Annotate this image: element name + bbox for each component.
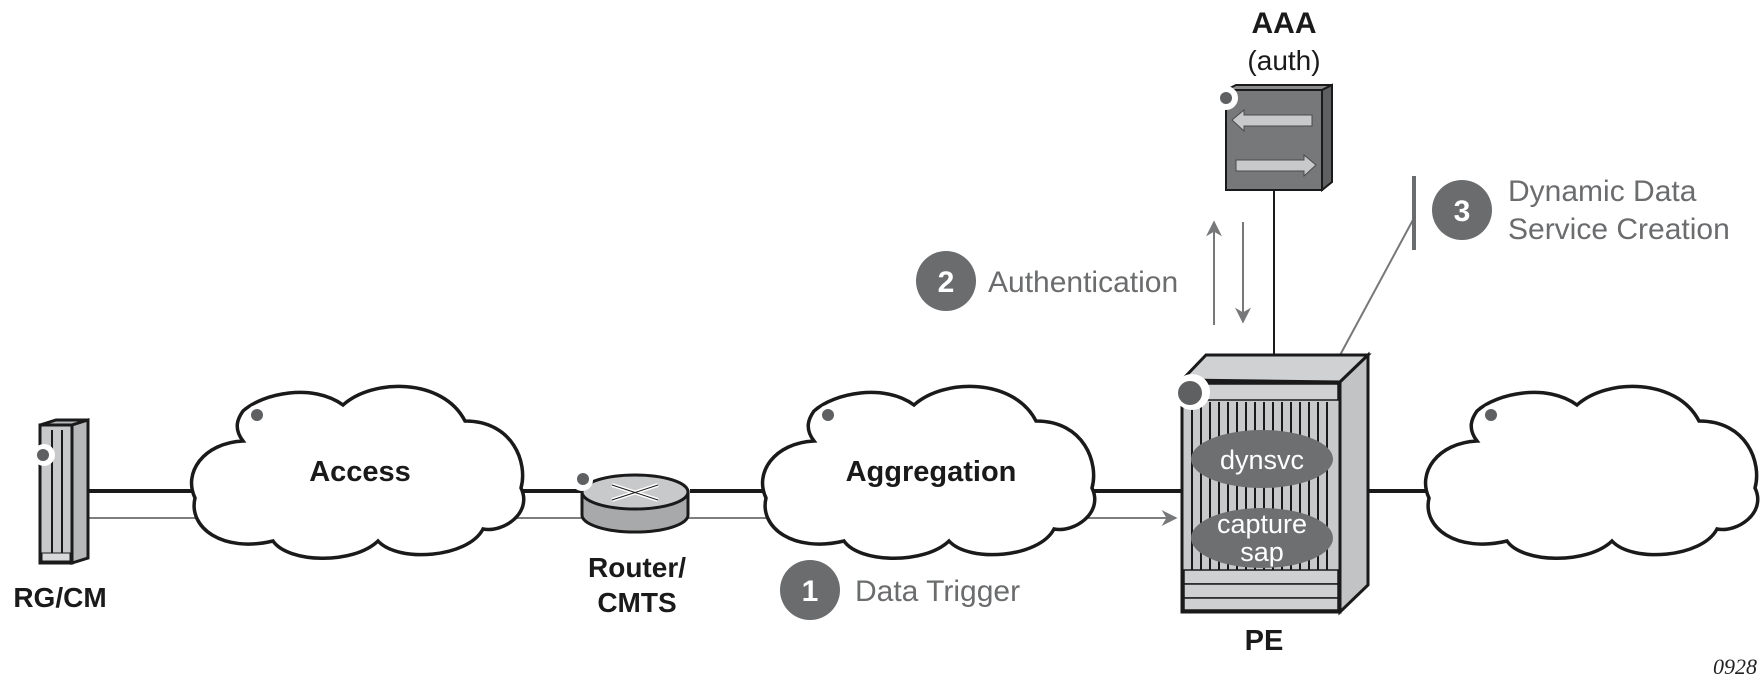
pe-side: [1338, 351, 1370, 616]
module-sap-label: sap: [1240, 537, 1284, 567]
router-device: Router/ CMTS: [571, 469, 690, 618]
step-1: 1 Data Trigger: [780, 560, 1020, 620]
device-side: [70, 417, 90, 566]
step-1-label: Data Trigger: [855, 575, 1020, 608]
aaa-side: [1321, 83, 1333, 193]
step3-callout-line: [1331, 217, 1415, 371]
aaa-front: [1225, 89, 1323, 191]
step-2: 2 Authentication: [916, 251, 1178, 311]
router-label-line2: CMTS: [597, 587, 676, 618]
module-oval: [1191, 508, 1333, 568]
step-badge-number: 2: [938, 266, 955, 299]
pe-top: [1178, 353, 1372, 384]
pe-chassis: dynsvc capture sap PE: [1174, 351, 1372, 657]
access-cloud-label: Access: [309, 456, 411, 488]
aaa-label: AAA: [1252, 7, 1317, 40]
aggregation-cloud: Aggregation: [760, 384, 1097, 560]
pe-bottom-rail: [1183, 597, 1339, 611]
pe-module-capture-sap: capture sap: [1191, 508, 1333, 568]
arrow-left-icon: [1231, 108, 1313, 133]
step-2-label: Authentication: [988, 266, 1178, 299]
port-dot: [1220, 92, 1232, 104]
arrow-right-icon: [1235, 153, 1317, 178]
step-badge-number: 1: [802, 575, 819, 608]
figure-number: 0928: [1713, 654, 1757, 679]
step-3-label-line1: Dynamic Data: [1508, 175, 1697, 208]
pe-bottom-rail: [1183, 569, 1339, 585]
aaa-sublabel: (auth): [1247, 45, 1320, 76]
cloud-shape: [760, 384, 1097, 560]
step-badge: [1432, 180, 1492, 240]
port-dot: [251, 409, 263, 421]
step-3: 3 Dynamic Data Service Creation: [1432, 175, 1730, 246]
pe-label: PE: [1245, 625, 1284, 657]
step-badge: [780, 560, 840, 620]
aaa-server: AAA (auth): [1214, 7, 1333, 193]
port-dot: [822, 409, 834, 421]
router-label-line1: Router/: [588, 552, 686, 583]
port-dot: [37, 449, 49, 461]
step-badge: [916, 251, 976, 311]
pe-bottom-rail: [1183, 583, 1339, 599]
step-3-label-line2: Service Creation: [1508, 213, 1730, 246]
module-capture-label: capture: [1217, 509, 1307, 539]
port-dot: [577, 473, 589, 485]
step-badge-number: 3: [1454, 195, 1471, 228]
device-base: [41, 552, 71, 562]
port-dot: [1178, 381, 1202, 405]
rg-cm-label: RG/CM: [13, 582, 106, 613]
cloud-shape: [1423, 384, 1760, 560]
cloud-shape: [189, 384, 526, 560]
module-dynsvc-label: dynsvc: [1220, 445, 1304, 475]
module-oval: [1191, 430, 1333, 488]
port-dot: [1485, 409, 1497, 421]
right-cloud: [1423, 384, 1760, 560]
rg-cm-device: RG/CM: [13, 417, 107, 613]
aggregation-cloud-label: Aggregation: [846, 456, 1017, 488]
pe-module-dynsvc: dynsvc: [1191, 430, 1333, 488]
access-cloud: Access: [189, 384, 526, 560]
